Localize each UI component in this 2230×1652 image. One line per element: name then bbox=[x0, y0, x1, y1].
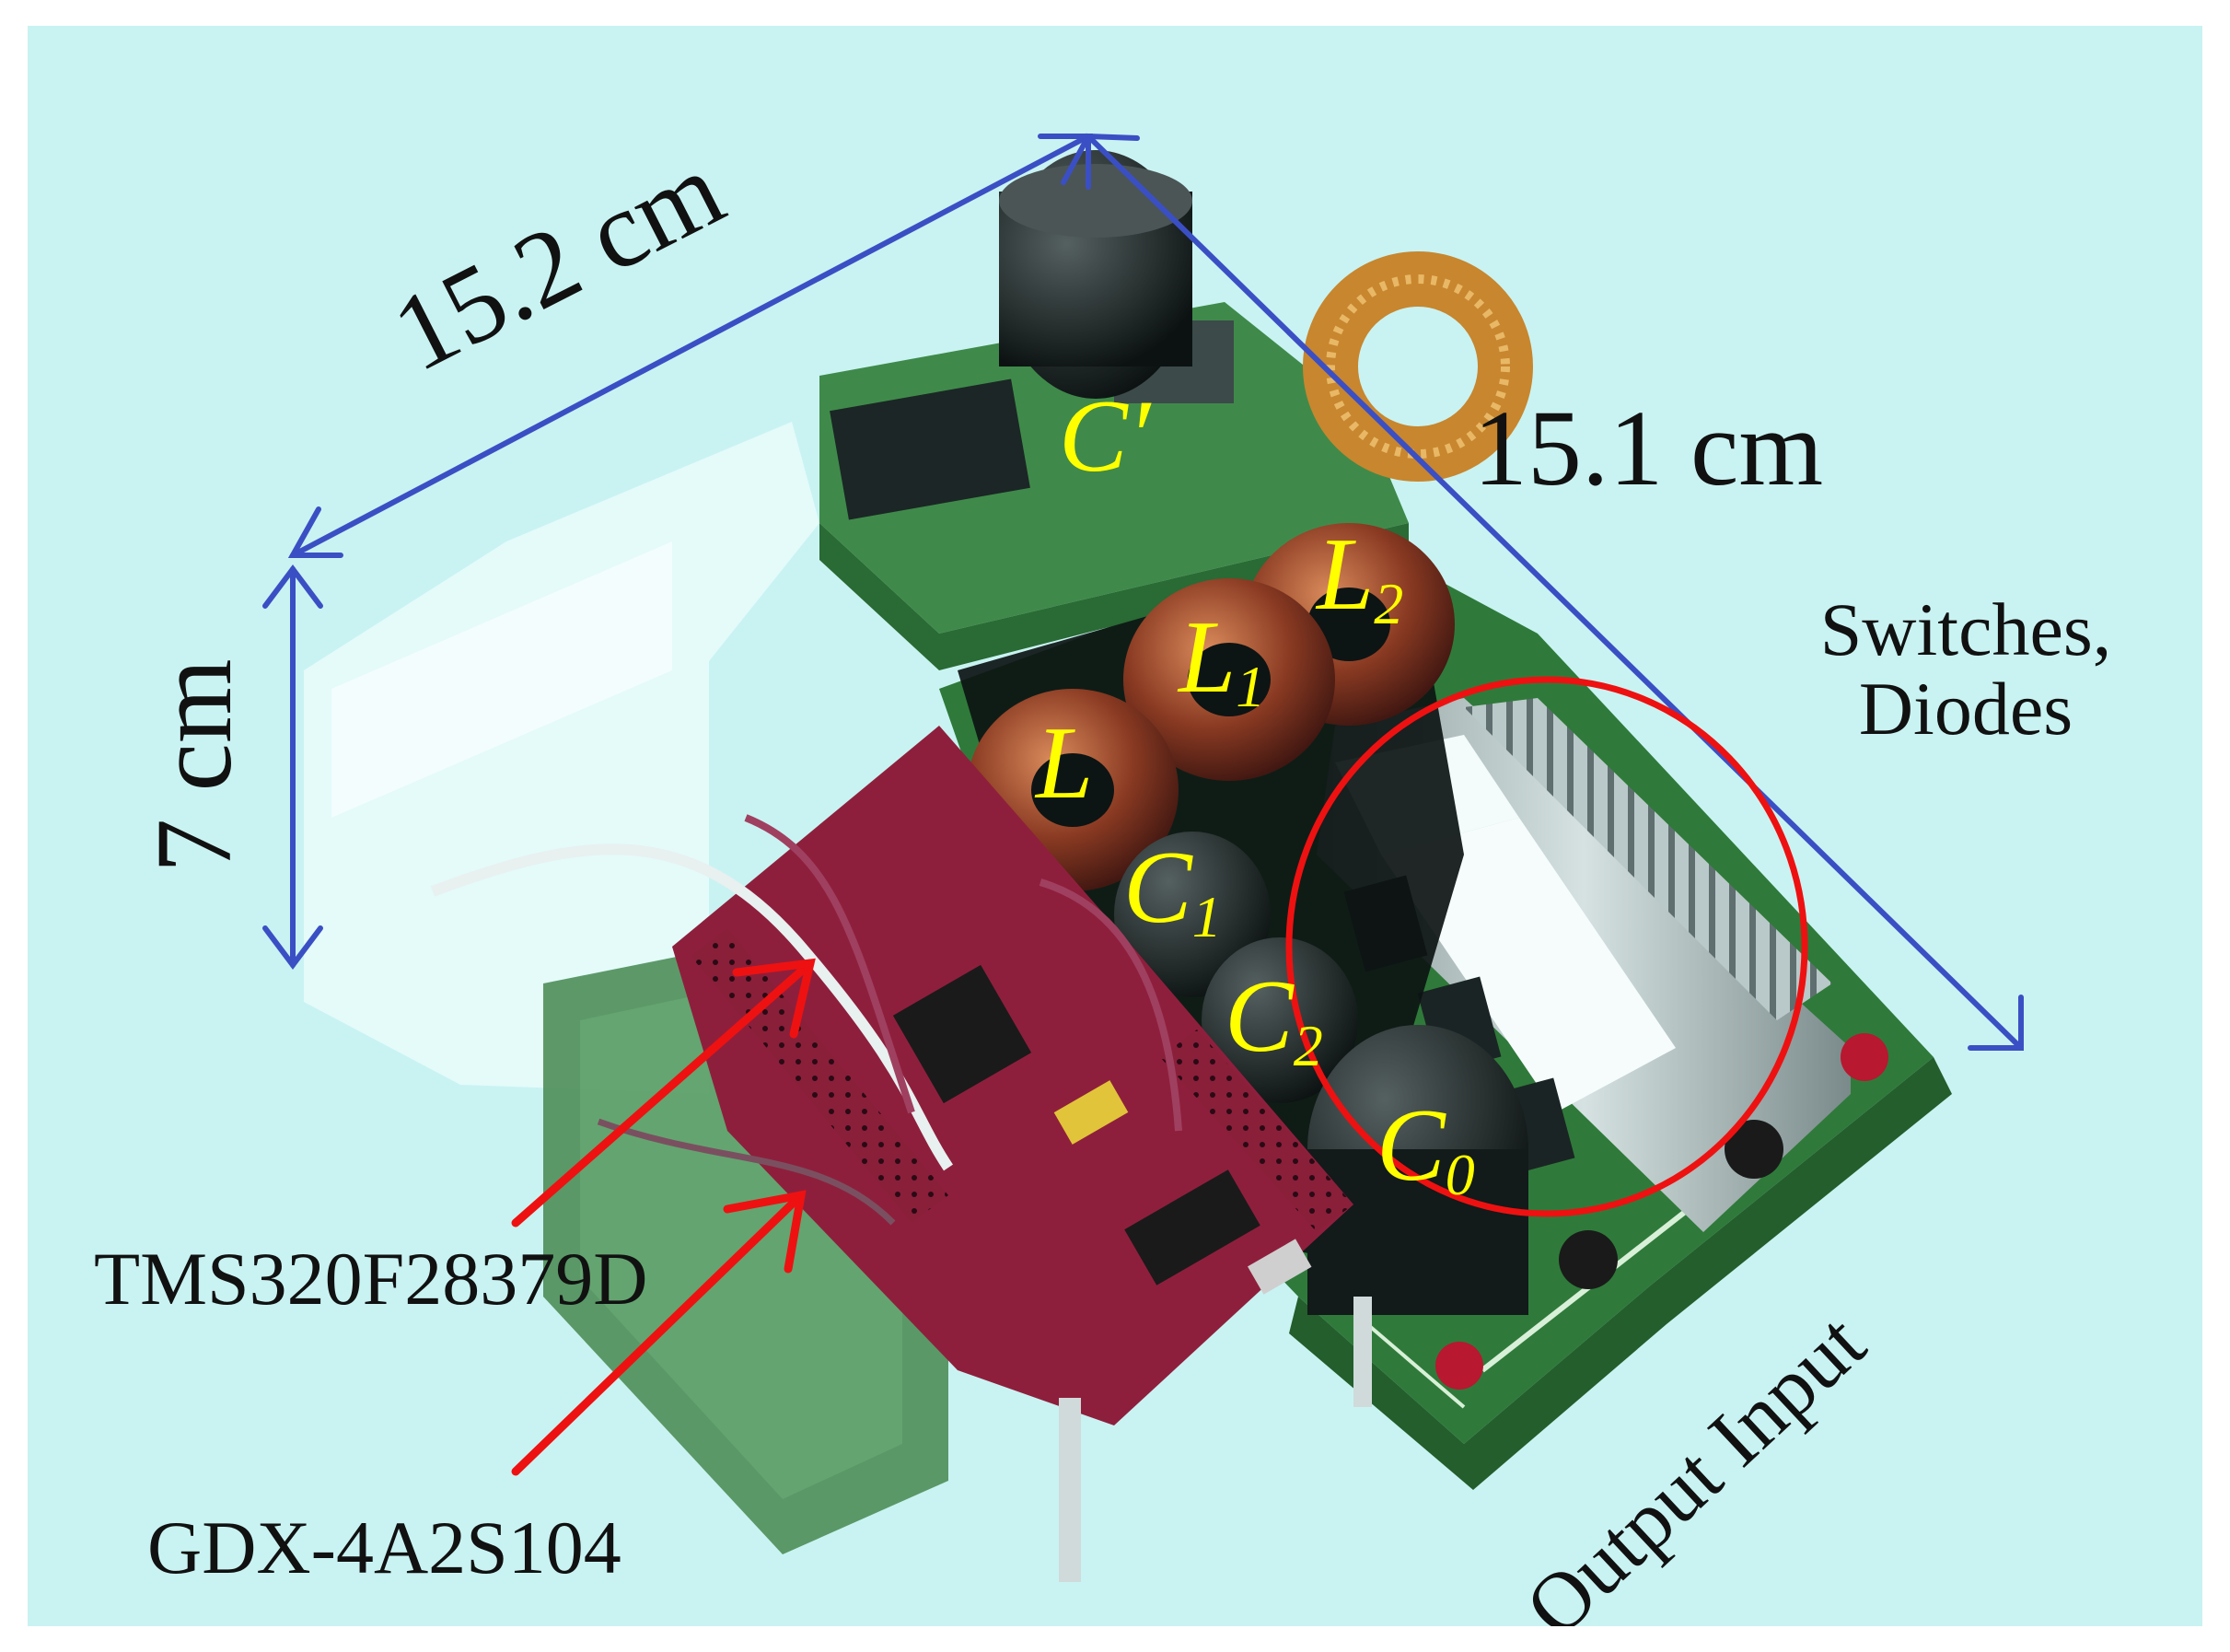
label-c1: C1 bbox=[1123, 831, 1222, 949]
label-c0: C0 bbox=[1376, 1088, 1475, 1207]
converter-photo bbox=[304, 150, 1952, 1582]
label-c-prime: C′ bbox=[1059, 379, 1151, 494]
depth-dimension-line bbox=[1086, 133, 2024, 1051]
depth-dimension-label: 15.1 cm bbox=[1473, 388, 1824, 508]
controller-label: TMS320F28379D bbox=[94, 1237, 648, 1320]
label-l2: L2 bbox=[1317, 518, 1404, 636]
controller-pointer-arrow bbox=[511, 958, 816, 1227]
height-dimension-label: 7 cm bbox=[134, 658, 254, 873]
height-dimension-line bbox=[262, 564, 323, 970]
switches-highlight-circle bbox=[1285, 676, 1808, 1217]
figure-frame: 15.2 cm 15.1 cm 7 cm C′ L2 L1 L C1 C2 C0… bbox=[28, 26, 2202, 1626]
label-c2: C2 bbox=[1225, 960, 1323, 1078]
switches-diodes-label: Switches, Diodes bbox=[1819, 588, 2112, 750]
gate-driver-pointer-arrow bbox=[511, 1190, 807, 1476]
label-l1: L1 bbox=[1179, 600, 1266, 719]
annotation-overlay bbox=[262, 133, 2024, 1476]
label-l: L bbox=[1036, 706, 1094, 820]
gate-driver-label: GDX-4A2S104 bbox=[147, 1506, 621, 1589]
